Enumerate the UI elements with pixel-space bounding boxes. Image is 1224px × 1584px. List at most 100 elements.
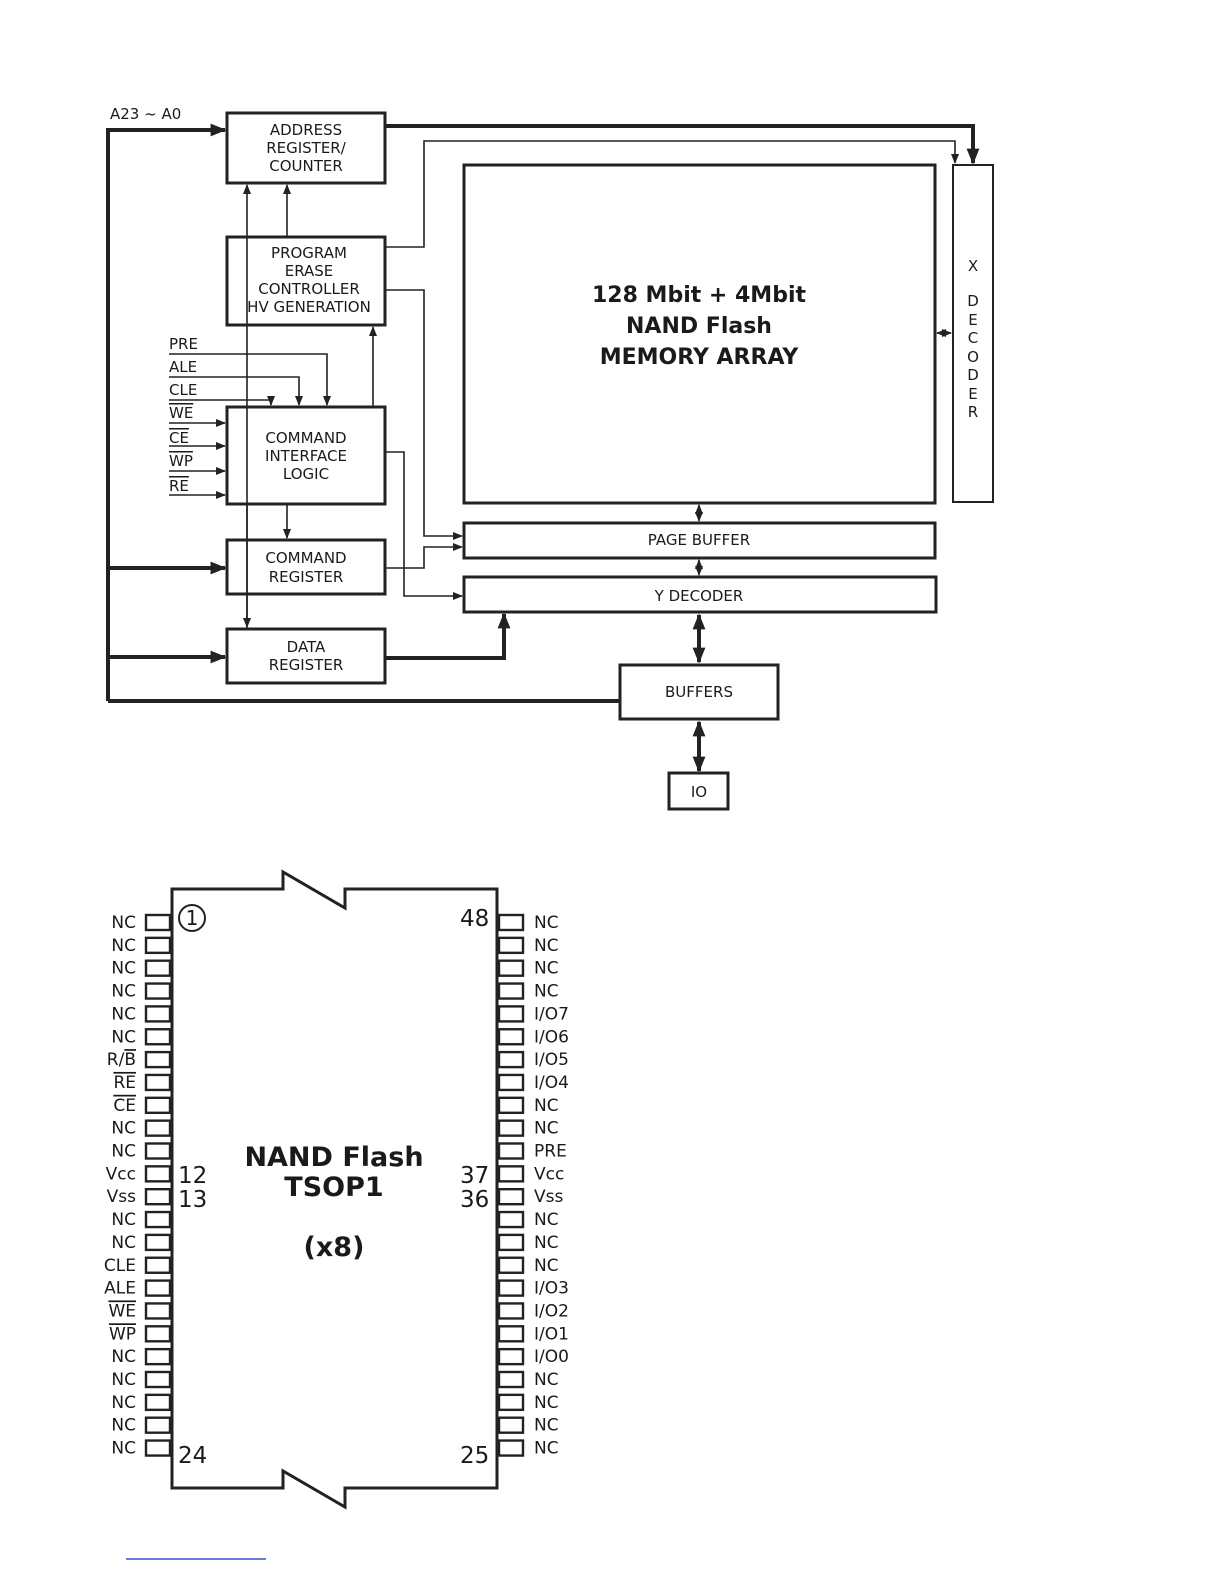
right-pin-47-lead bbox=[497, 936, 525, 955]
right-pin-34-lead bbox=[497, 1233, 525, 1252]
left-pin-13-label: Vss bbox=[107, 1187, 136, 1207]
left-pin-15-lead bbox=[144, 1233, 172, 1252]
right-pin-33-label: NC bbox=[534, 1256, 559, 1276]
right-pin-31-lead bbox=[497, 1302, 525, 1320]
x-decoder-letter-5: O bbox=[967, 348, 979, 366]
left-pin-17-lead bbox=[144, 1279, 172, 1297]
x-decoder-letter-2: D bbox=[967, 292, 979, 310]
chip-title-line-3: (x8) bbox=[304, 1232, 365, 1263]
left-pin-4-lead bbox=[144, 982, 172, 1000]
memory-array-line-2: NAND Flash bbox=[626, 314, 772, 339]
signal-label-re: RE bbox=[169, 477, 189, 495]
signal-label-pre: PRE bbox=[169, 335, 198, 353]
signal-label-ce: CE bbox=[169, 429, 189, 447]
left-pin-12-label: Vcc bbox=[106, 1164, 136, 1184]
address-register-block: ADDRESS REGISTER/ COUNTER bbox=[225, 111, 387, 185]
data-register-block: DATA REGISTER bbox=[225, 627, 387, 685]
pin37-number: 37 bbox=[460, 1163, 489, 1189]
right-pin-44-label: I/O7 bbox=[534, 1004, 569, 1024]
right-pin-25-lead bbox=[497, 1439, 525, 1457]
signal-label-ale: ALE bbox=[169, 358, 197, 376]
bus-lines bbox=[106, 123, 980, 773]
program-erase-line-4: HV GENERATION bbox=[247, 298, 371, 316]
right-pin-45-lead bbox=[497, 982, 525, 1000]
x-decoder-letter-3: E bbox=[968, 311, 977, 329]
signal-label-wp: WP bbox=[169, 452, 193, 470]
right-pin-39-label: NC bbox=[534, 1119, 559, 1139]
y-decoder-block: Y DECODER bbox=[462, 575, 938, 614]
left-pin-6-lead bbox=[144, 1028, 172, 1046]
buffers-label: BUFFERS bbox=[665, 683, 733, 701]
address-register-line-3: COUNTER bbox=[269, 157, 343, 175]
right-pin-47-label: NC bbox=[534, 936, 559, 956]
left-pin-7-label: R/B bbox=[107, 1050, 136, 1070]
left-pin-3-label: NC bbox=[111, 959, 136, 979]
left-pin-20-lead bbox=[144, 1347, 172, 1366]
left-pin-21-lead bbox=[144, 1370, 172, 1389]
right-pin-26-label: NC bbox=[534, 1416, 559, 1436]
left-pin-8-label: RE bbox=[113, 1073, 136, 1093]
left-pin-21-label: NC bbox=[111, 1370, 136, 1390]
left-pin-22-label: NC bbox=[111, 1393, 136, 1413]
right-pin-41-label: I/O4 bbox=[534, 1073, 569, 1093]
pin25-number: 25 bbox=[460, 1443, 489, 1469]
signal-lines bbox=[169, 140, 959, 629]
program-erase-line-1: PROGRAM bbox=[271, 244, 347, 262]
right-pin-44-lead bbox=[497, 1005, 525, 1023]
pin1-number: 1 bbox=[186, 906, 199, 930]
command-register-block: COMMAND REGISTER bbox=[225, 538, 387, 596]
right-pin-42-lead bbox=[497, 1050, 525, 1069]
right-pin-27-lead bbox=[497, 1393, 525, 1412]
tsop1-pinout: 1 48 12 13 37 36 24 25 NAND Flash TSOP1 … bbox=[104, 869, 569, 1510]
address-register-line-1: ADDRESS bbox=[270, 121, 342, 139]
right-pin-37-lead bbox=[497, 1165, 525, 1183]
control-signal-labels: PRE ALE CLE WE CE WP RE bbox=[169, 335, 198, 495]
right-pin-39-lead bbox=[497, 1119, 525, 1137]
program-erase-line-2: ERASE bbox=[285, 262, 334, 280]
right-pin-31-label: I/O2 bbox=[534, 1301, 569, 1321]
left-pin-23-label: NC bbox=[111, 1416, 136, 1436]
right-pin-35-label: NC bbox=[534, 1210, 559, 1230]
memory-array-line-3: MEMORY ARRAY bbox=[600, 345, 800, 370]
right-pin-29-label: I/O0 bbox=[534, 1347, 569, 1367]
chip-title-line-1: NAND Flash bbox=[244, 1142, 423, 1173]
left-pin-19-label: WP bbox=[109, 1324, 136, 1344]
left-pin-14-lead bbox=[144, 1210, 172, 1229]
right-pin-41-lead bbox=[497, 1073, 525, 1092]
left-pin-16-label: CLE bbox=[104, 1256, 136, 1276]
right-pin-46-label: NC bbox=[534, 959, 559, 979]
x-decoder-letter-8: R bbox=[968, 403, 978, 421]
left-pin-8-lead bbox=[144, 1073, 172, 1092]
left-pin-4-label: NC bbox=[111, 982, 136, 1002]
command-interface-line-2: INTERFACE bbox=[265, 447, 347, 465]
chip-outline bbox=[170, 869, 499, 1510]
x-decoder-letter-4: C bbox=[968, 329, 978, 347]
left-pin-17-label: ALE bbox=[104, 1279, 136, 1299]
command-interface-line-3: LOGIC bbox=[283, 465, 329, 483]
left-pin-22-lead bbox=[144, 1393, 172, 1412]
left-pin-5-label: NC bbox=[111, 1004, 136, 1024]
command-interface-line-1: COMMAND bbox=[265, 429, 346, 447]
memory-array-block: 128 Mbit + 4Mbit NAND Flash MEMORY ARRAY bbox=[462, 163, 937, 505]
pin48-number: 48 bbox=[460, 906, 489, 932]
left-pin-24-lead bbox=[144, 1439, 172, 1457]
page-buffer-block: PAGE BUFFER bbox=[462, 521, 937, 560]
left-pin-9-label: CE bbox=[113, 1096, 136, 1116]
signal-label-cle: CLE bbox=[169, 381, 197, 399]
right-pin-40-label: NC bbox=[534, 1096, 559, 1116]
left-pin-10-lead bbox=[144, 1119, 172, 1137]
right-pin-40-lead bbox=[497, 1096, 525, 1115]
left-pin-11-label: NC bbox=[111, 1142, 136, 1162]
buffers-block: BUFFERS bbox=[618, 663, 780, 721]
right-pin-37-label: Vcc bbox=[534, 1164, 564, 1184]
left-pin-16-lead bbox=[144, 1256, 172, 1274]
command-register-line-1: COMMAND bbox=[265, 549, 346, 567]
left-pin-18-label: WE bbox=[108, 1301, 136, 1321]
address-register-line-2: REGISTER/ bbox=[266, 139, 347, 157]
right-pin-45-label: NC bbox=[534, 982, 559, 1002]
right-pin-26-lead bbox=[497, 1416, 525, 1434]
x-decoder-letter-6: D bbox=[967, 366, 979, 384]
left-pin-7-lead bbox=[144, 1050, 172, 1069]
left-pin-11-lead bbox=[144, 1142, 172, 1160]
